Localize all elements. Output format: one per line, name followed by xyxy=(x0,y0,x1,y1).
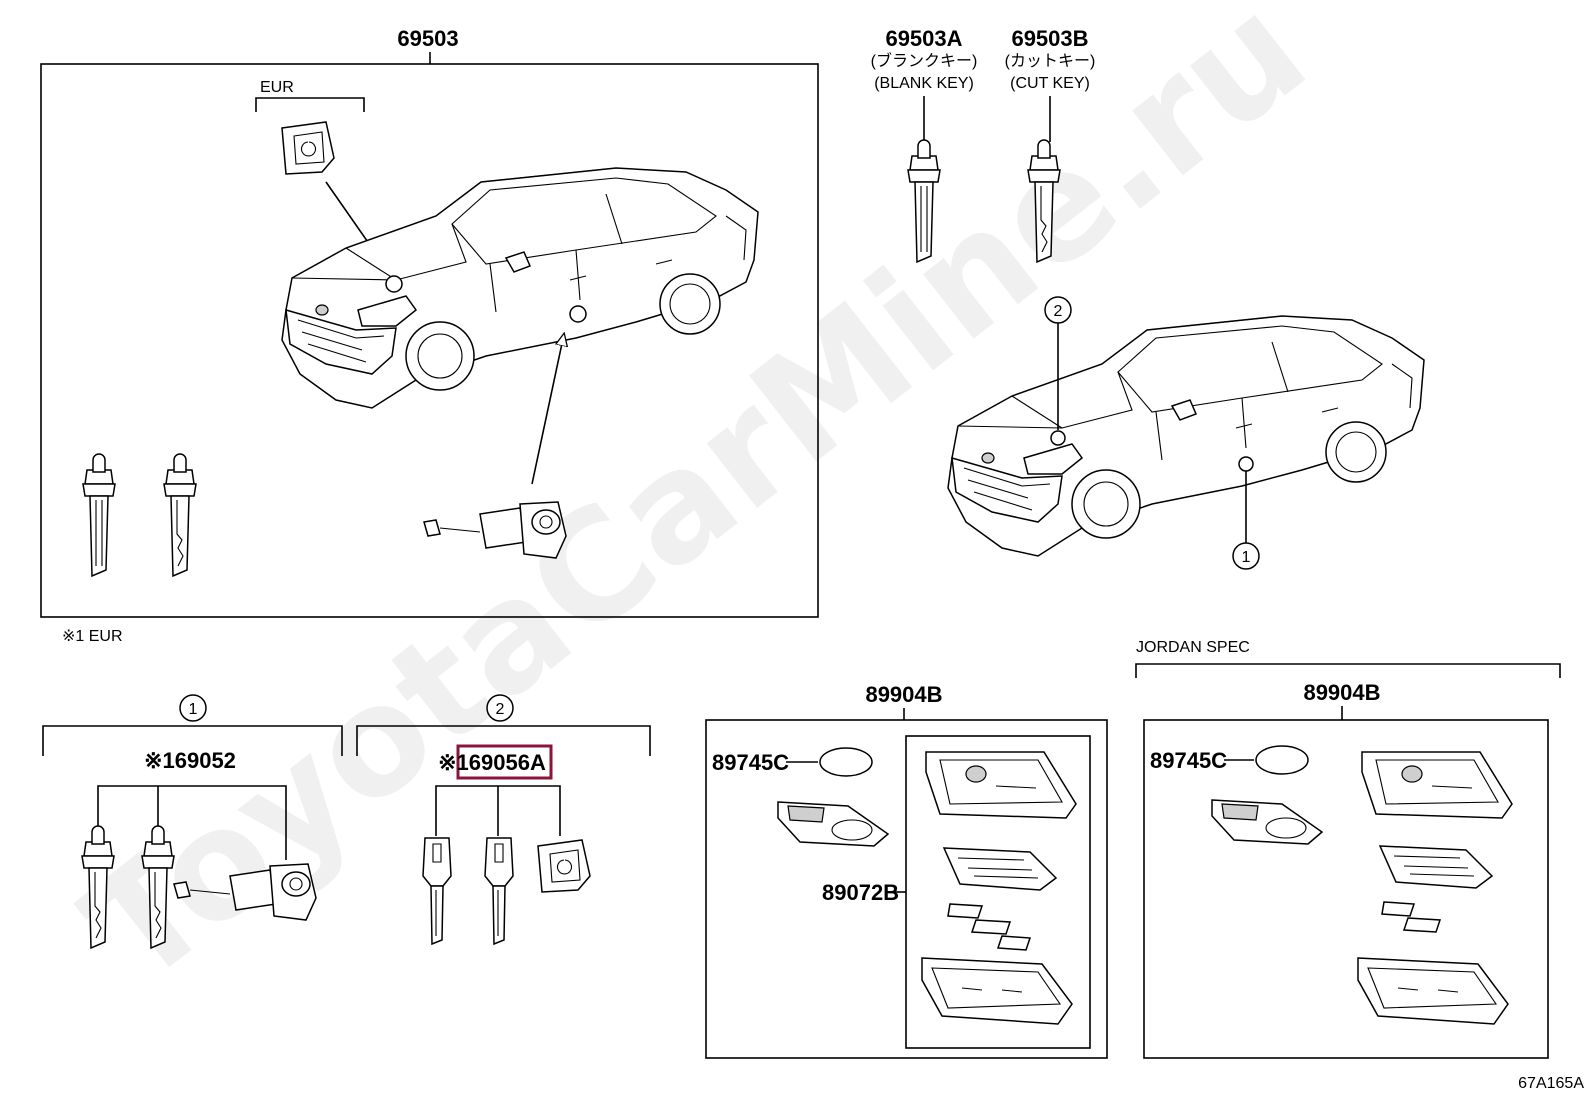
key-fob-case-icon-left xyxy=(921,957,1073,1025)
blank-key-jp: (ブランクキー) xyxy=(871,51,978,70)
set2-key-1-icon xyxy=(422,837,452,945)
section-2-text: 2 xyxy=(496,701,505,718)
lock-point-hood-2 xyxy=(1050,430,1066,446)
watermark-text: ToyotaCarMine.ru xyxy=(55,0,1337,1018)
part-number-69056A: ※169056A xyxy=(438,750,546,775)
fob-button-icon-5 xyxy=(1402,917,1442,933)
assembly-box-89904B-right xyxy=(1143,719,1549,1059)
section-circle-1 xyxy=(179,694,207,722)
callout-1-text: 1 xyxy=(1242,549,1251,566)
battery-coin-icon-right xyxy=(1255,745,1309,775)
cut-key-en: (CUT KEY) xyxy=(1010,75,1090,92)
arrow-to-door xyxy=(531,334,564,485)
callout-2-text: 2 xyxy=(1054,303,1063,320)
fob-button-icon-1 xyxy=(947,903,984,919)
door-lock-cylinder-icon xyxy=(281,121,335,175)
part-number-69503B: 69503B xyxy=(1011,26,1088,51)
lock-point-door-2 xyxy=(1238,456,1254,472)
fob-button-icon-2 xyxy=(970,919,1012,935)
part-number-69503: 69503 xyxy=(397,26,458,51)
part-number-89904B-left: 89904B xyxy=(865,682,942,707)
key-fob-case-icon-right xyxy=(1357,957,1509,1025)
eur-label: EUR xyxy=(260,79,294,96)
blank-key-en: (BLANK KEY) xyxy=(874,75,974,92)
vehicle-illustration-2 xyxy=(947,315,1425,557)
vehicle-illustration-1 xyxy=(281,167,759,409)
diagram-code: 67A165A xyxy=(1518,1075,1584,1092)
key-fob-cover-icon-left xyxy=(925,751,1077,819)
lock-point-door xyxy=(569,305,587,323)
fob-button-icon-4 xyxy=(1381,901,1416,917)
lock-point-hood xyxy=(385,275,403,293)
set2-key-2-icon xyxy=(484,837,514,945)
key-blank-icon xyxy=(82,453,116,577)
section-1-text: 1 xyxy=(189,701,198,718)
key-fob-board-icon-left xyxy=(943,847,1057,891)
fob-button-icon-3 xyxy=(996,935,1032,951)
battery-holder-icon-left xyxy=(777,801,889,847)
note-eur: ※1 EUR xyxy=(62,628,123,645)
key-fob-board-icon-right xyxy=(1379,845,1493,889)
part-number-69052: ※169052 xyxy=(144,748,236,773)
key-cut-icon xyxy=(163,453,197,577)
part-number-69503A: 69503A xyxy=(885,26,962,51)
part-number-89904B-right: 89904B xyxy=(1303,680,1380,705)
battery-coin-icon-left xyxy=(819,747,873,777)
part-number-89745C-right: 89745C xyxy=(1150,748,1227,773)
cut-key-jp: (カットキー) xyxy=(1005,53,1096,70)
section-circle-2 xyxy=(486,694,514,722)
set2-lock-cylinder-icon xyxy=(537,839,591,893)
key-fob-cover-icon-right xyxy=(1361,751,1513,819)
battery-holder-icon-right xyxy=(1211,799,1323,845)
assembly-box-89904B-left xyxy=(705,719,1108,1059)
part-number-89745C-left: 89745C xyxy=(712,750,789,775)
highlight-box-69056A xyxy=(456,744,553,780)
jordan-spec-label: JORDAN SPEC xyxy=(1136,639,1250,656)
assembly-box-69503 xyxy=(40,63,819,618)
part-number-89072B: 89072B xyxy=(822,880,899,905)
